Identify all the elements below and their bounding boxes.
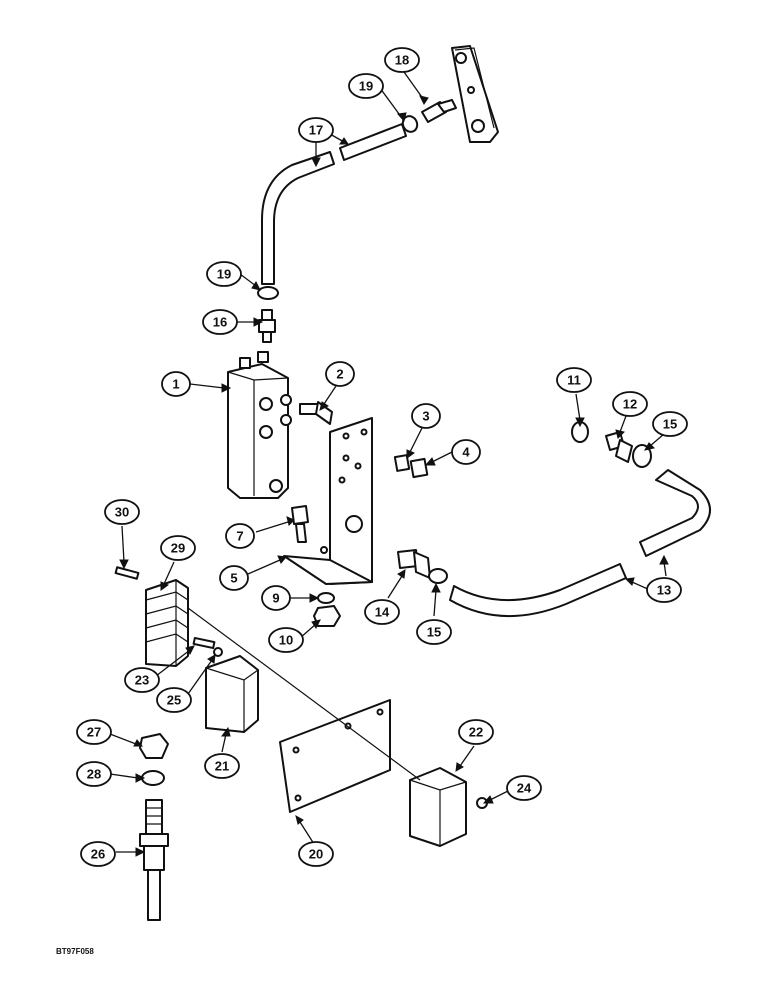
callout-16: 16 — [202, 309, 238, 335]
callout-12: 12 — [612, 391, 648, 417]
cover-22 — [409, 767, 467, 847]
mounting-plate — [451, 45, 499, 143]
hose-clamp-15-upper — [632, 444, 652, 468]
svg-text:15: 15 — [427, 625, 441, 640]
svg-text:12: 12 — [623, 397, 637, 412]
callout-25: 25 — [156, 687, 192, 713]
lockwasher-25 — [213, 647, 223, 657]
nut-10 — [313, 605, 341, 627]
nut-4 — [409, 457, 429, 479]
svg-text:2: 2 — [336, 367, 343, 382]
svg-text:26: 26 — [91, 847, 105, 862]
callout-18: 18 — [384, 47, 420, 73]
callout-5: 5 — [219, 565, 249, 591]
callout-22: 22 — [458, 719, 494, 745]
svg-text:3: 3 — [422, 409, 429, 424]
screw-23 — [192, 636, 216, 650]
svg-text:1: 1 — [172, 377, 179, 392]
svg-text:28: 28 — [87, 767, 101, 782]
washer-28 — [141, 770, 165, 786]
callout-19-bottom: 19 — [206, 261, 242, 287]
callout-17: 17 — [298, 117, 334, 143]
leader-lines — [109, 71, 669, 857]
svg-text:24: 24 — [517, 781, 532, 796]
bracket-5 — [283, 417, 373, 585]
figure-code: BT97F058 — [56, 947, 94, 956]
callout-21: 21 — [204, 753, 240, 779]
callout-9: 9 — [261, 585, 291, 611]
svg-text:16: 16 — [213, 315, 227, 330]
callout-23: 23 — [124, 667, 160, 693]
element-26 — [139, 799, 169, 921]
callout-2: 2 — [325, 361, 355, 387]
washer-9 — [317, 592, 335, 604]
callout-13: 13 — [646, 577, 682, 603]
svg-text:18: 18 — [395, 53, 409, 68]
svg-text:27: 27 — [87, 725, 101, 740]
callout-15-lower: 15 — [416, 619, 452, 645]
svg-text:29: 29 — [171, 541, 185, 556]
callout-15-upper: 15 — [652, 411, 688, 437]
hose-clamp-15-lower — [428, 568, 448, 584]
hose-clamp-19-bottom — [257, 286, 279, 300]
callout-30: 30 — [104, 499, 140, 525]
callout-1: 1 — [161, 371, 191, 397]
svg-text:11: 11 — [567, 373, 581, 388]
callout-4: 4 — [451, 439, 481, 465]
callout-14: 14 — [364, 599, 400, 625]
callout-28: 28 — [76, 761, 112, 787]
svg-text:10: 10 — [279, 633, 293, 648]
bolt-7 — [291, 505, 309, 543]
plate-20 — [279, 699, 391, 813]
svg-text:15: 15 — [663, 417, 677, 432]
nut-27 — [139, 733, 169, 759]
svg-text:20: 20 — [309, 847, 323, 862]
callout-7: 7 — [225, 523, 255, 549]
svg-text:30: 30 — [115, 505, 129, 520]
callout-26: 26 — [80, 841, 116, 867]
hose-13 — [449, 469, 711, 617]
screw-30 — [114, 566, 140, 580]
svg-text:13: 13 — [657, 583, 671, 598]
valve-body-1 — [227, 351, 292, 499]
svg-text:19: 19 — [359, 79, 373, 94]
svg-text:17: 17 — [309, 123, 323, 138]
svg-text:9: 9 — [272, 591, 279, 606]
fitting-2 — [299, 401, 333, 425]
nut-3 — [393, 454, 411, 472]
hose-17 — [261, 123, 407, 285]
hose-fitting-18 — [421, 99, 457, 123]
svg-text:4: 4 — [462, 445, 470, 460]
svg-text:22: 22 — [469, 725, 483, 740]
callout-10: 10 — [268, 627, 304, 653]
fitting-16 — [258, 309, 276, 343]
terminal-block-29 — [145, 579, 189, 667]
callout-27: 27 — [76, 719, 112, 745]
callout-3: 3 — [411, 403, 441, 429]
svg-text:23: 23 — [135, 673, 149, 688]
cover-21 — [205, 655, 259, 733]
callout-24: 24 — [506, 775, 542, 801]
svg-text:25: 25 — [167, 693, 181, 708]
svg-text:21: 21 — [215, 759, 229, 774]
callout-19-top: 19 — [348, 73, 384, 99]
svg-text:7: 7 — [236, 529, 243, 544]
wire-route-line — [187, 607, 421, 781]
svg-text:5: 5 — [230, 571, 237, 586]
callout-11: 11 — [556, 367, 592, 393]
svg-text:14: 14 — [375, 605, 390, 620]
fitting-12 — [605, 431, 633, 463]
callout-20: 20 — [298, 841, 334, 867]
callout-29: 29 — [160, 535, 196, 561]
svg-text:19: 19 — [217, 267, 231, 282]
